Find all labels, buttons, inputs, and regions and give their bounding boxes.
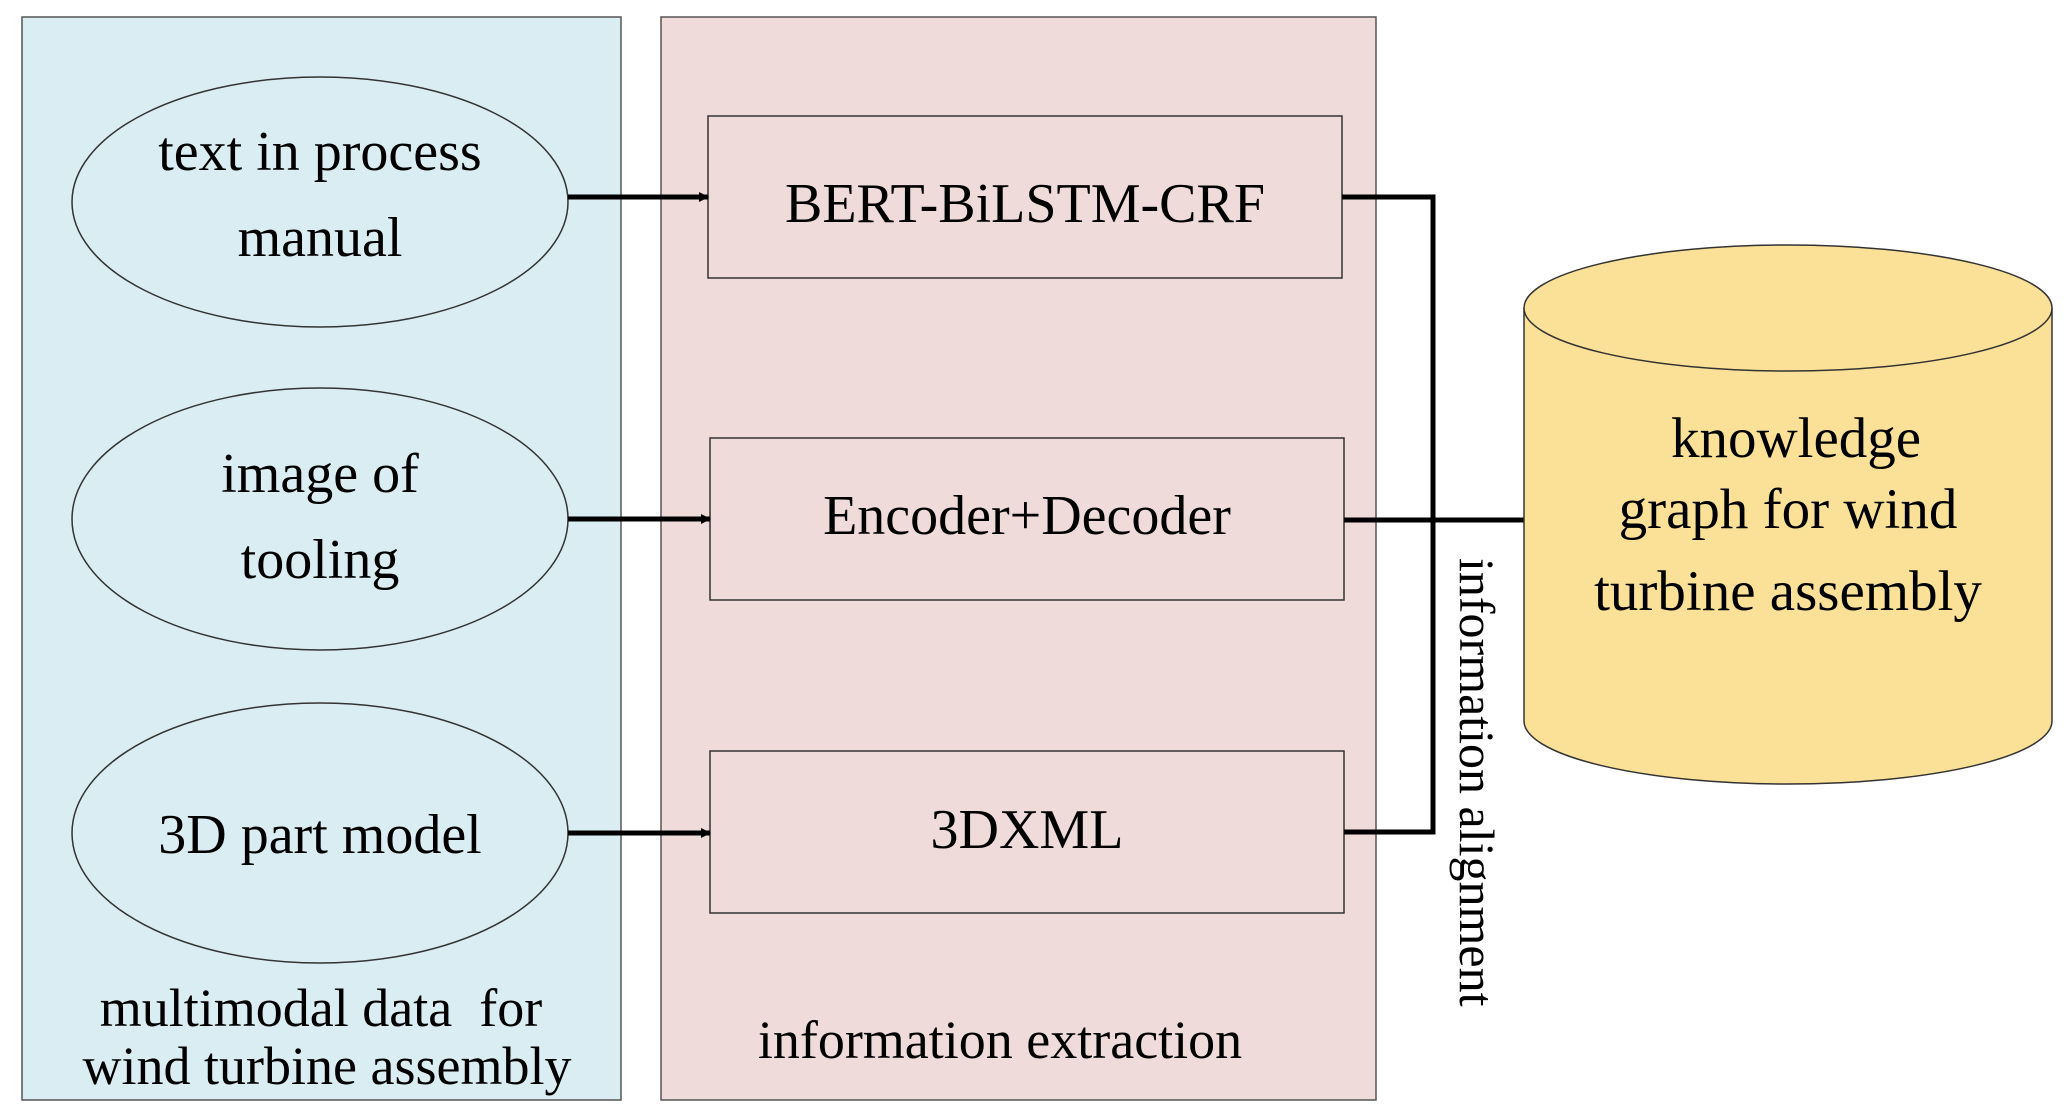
connector-3dxml-to-alignment — [1344, 520, 1436, 835]
connector-bert-to-alignment — [1342, 194, 1436, 520]
input-ellipse-image — [71, 387, 569, 651]
knowledge-graph-line2: graph for wind — [1619, 478, 1958, 541]
input-image-line2: tooling — [241, 529, 400, 591]
knowledge-graph-line3: turbine assembly — [1594, 560, 1982, 623]
knowledge-graph-line1: knowledge — [1671, 407, 1921, 470]
multimodal-data-caption-line1: multimodal data for — [100, 978, 542, 1038]
method-encoder-decoder-label: Encoder+Decoder — [823, 485, 1231, 547]
input-3d-model-label: 3D part model — [158, 804, 481, 866]
cylinder-body — [1523, 308, 2053, 785]
method-box-encoder-decoder — [709, 437, 1345, 601]
multimodal-data-caption-line2: wind turbine assembly — [83, 1036, 572, 1096]
cylinder-top — [1523, 244, 2053, 372]
input-image-line1: image of — [221, 443, 419, 505]
method-bert-label: BERT-BiLSTM-CRF — [785, 173, 1265, 235]
input-text-line1: text in process — [158, 121, 481, 183]
knowledge-graph-cylinder — [1523, 244, 2053, 785]
information-alignment-label: information alignment — [1449, 558, 1505, 1007]
method-box-3dxml — [709, 750, 1345, 914]
input-ellipse-text — [71, 76, 569, 328]
method-3dxml-label: 3DXML — [931, 799, 1124, 861]
input-text-line2: manual — [238, 207, 403, 269]
method-box-bert — [707, 115, 1343, 279]
information-extraction-caption: information extraction — [758, 1010, 1242, 1070]
